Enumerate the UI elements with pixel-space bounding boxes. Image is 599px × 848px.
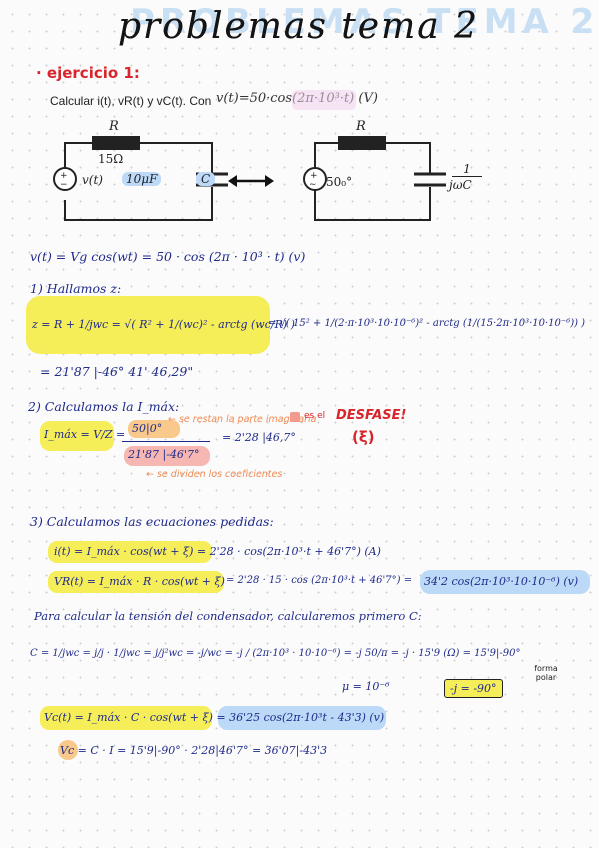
it-highlight bbox=[48, 541, 212, 563]
vr-rhs: 34'2 cos(2π·10³·10·10⁻⁶) (v) bbox=[424, 575, 579, 588]
alert-icon bbox=[290, 412, 300, 422]
right-cap-den: jωC bbox=[449, 178, 472, 192]
z-rhs: = √( 15² + 1/(2·π·10³·10·10⁻⁶)² - arctg … bbox=[268, 318, 586, 329]
page-title: problemas tema 2 bbox=[118, 6, 480, 47]
imax-num-highlight bbox=[128, 420, 180, 438]
vc-final: Vc = C · I = 15'9|-90° · 2'28|46'7° = 36… bbox=[60, 744, 328, 757]
left-source-label: v(t) bbox=[82, 173, 103, 187]
imax-highlight bbox=[40, 421, 114, 451]
step2-title: 2) Calculamos la I_máx: bbox=[28, 399, 180, 414]
left-r-value: 15Ω bbox=[98, 152, 124, 166]
svg-text:∼: ∼ bbox=[309, 180, 317, 190]
exercise-statement: Calcular i(t), vR(t) y vC(t). Con bbox=[50, 94, 212, 108]
z-lhs: z = R + 1/jwc = √( R² + 1/(wc)² - arctg … bbox=[32, 318, 295, 331]
imax-fraction-bar bbox=[122, 441, 210, 442]
right-cap-num: 1 bbox=[463, 162, 471, 176]
title-shadow: PROBLEMAS TEMA 2 bbox=[130, 2, 599, 42]
mu-note: μ = 10⁻⁶ bbox=[342, 680, 390, 693]
step3-title: 3) Calculamos las ecuaciones pedidas: bbox=[30, 514, 274, 529]
left-cap-value: 10μF bbox=[122, 172, 162, 186]
vc-circle-highlight bbox=[58, 740, 78, 760]
imax-lhs: I_máx = V/Z = bbox=[44, 428, 126, 441]
ac-source-icon bbox=[303, 167, 327, 191]
right-r-label: R bbox=[356, 119, 366, 134]
vr-lhs: VR(t) = I_máx · R · cos(wt + ξ) bbox=[54, 575, 225, 588]
desfase-label: DESFASE! bbox=[336, 408, 407, 423]
paragraph-condensador: Para calcular la tensión del condensador… bbox=[34, 609, 422, 623]
vc-highlight bbox=[40, 706, 212, 730]
minus-j-box: -j = -90° bbox=[444, 679, 503, 698]
it-line: i(t) = I_máx · cos(wt + ξ) = 2'28 · cos(… bbox=[54, 545, 381, 558]
vc-line: Vc(t) = I_máx · C · cos(wt + ξ) = 36'25 … bbox=[44, 711, 385, 724]
step1-title: 1) Hallamos z: bbox=[30, 281, 122, 296]
vr-rhs-highlight bbox=[420, 570, 590, 594]
desfase-prefix: es el bbox=[304, 411, 326, 421]
imax-den-highlight bbox=[124, 446, 210, 466]
svg-text:+: + bbox=[60, 171, 68, 181]
forma-polar-note: forma polar bbox=[534, 664, 558, 682]
c-line: C = 1/jwc = j/j · 1/jwc = j/j²wc = -j/wc… bbox=[30, 648, 521, 659]
imax-result: = 2'28 |46,7° bbox=[222, 431, 296, 444]
fraction-bar bbox=[452, 176, 482, 177]
circuit-right: + ∼ bbox=[303, 136, 446, 221]
vc-rhs-highlight bbox=[218, 706, 386, 730]
exercise-label: · ejercicio 1: bbox=[36, 64, 140, 82]
note-modulus: ← se dividen los coeficientes bbox=[146, 469, 283, 480]
svg-text:−: − bbox=[60, 180, 68, 190]
vr-highlight bbox=[48, 571, 224, 593]
svg-text:+: + bbox=[310, 171, 318, 181]
vt-line: v(t) = Vg cos(wt) = 50 · cos (2π · 10³ ·… bbox=[30, 249, 306, 264]
double-arrow-icon bbox=[228, 175, 274, 187]
right-source-label: 50₀° bbox=[326, 175, 353, 189]
z-result: = 21'87 |-46° 41' 46,29" bbox=[40, 364, 194, 379]
vr-mid: = 2'28 · 15 · cos (2π·10³·t + 46'7°) = bbox=[226, 575, 413, 586]
formula-highlight bbox=[292, 90, 356, 110]
left-cap-label: C bbox=[196, 172, 216, 186]
imax-den: 21'87 |-46'7° bbox=[128, 448, 200, 461]
ac-source-icon bbox=[53, 167, 77, 191]
note-imaginary: ← se restan la parte imaginaria bbox=[168, 414, 317, 425]
resistor-symbol bbox=[92, 136, 140, 150]
z-highlight bbox=[26, 296, 270, 354]
left-r-label: R bbox=[109, 119, 119, 134]
imax-num: 50|0° bbox=[132, 422, 163, 435]
desfase-symbol: (ξ) bbox=[352, 428, 375, 446]
